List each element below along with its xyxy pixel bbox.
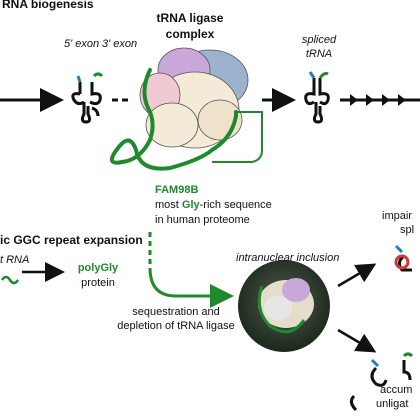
trna-fragment-icons — [349, 352, 414, 412]
trna-cloverleaf-icon — [71, 72, 104, 124]
protein-structure-icon — [110, 47, 263, 171]
label-3-exon: 3' exon — [102, 38, 138, 50]
label-protein: protein — [81, 277, 115, 289]
section-header-top: RNA biogenesis — [2, 0, 94, 11]
arrow-right-icon — [337, 263, 377, 288]
label-polygly: polyGly — [77, 262, 119, 274]
label-human-proteome: in human proteome — [155, 214, 250, 226]
label-rna-fragment: t RNA — [0, 254, 30, 266]
arrow-right-icon — [337, 328, 377, 353]
label-5-exon: 5' exon — [64, 38, 100, 50]
label-accum: accum — [380, 384, 413, 396]
label-unligat: unligat — [376, 398, 409, 410]
label-complex: complex — [165, 27, 215, 41]
gly-prefix: most — [155, 199, 182, 211]
label-impair: impair — [382, 210, 412, 222]
section-header-bottom: ic GGC repeat expansion — [0, 233, 143, 247]
label-depletion: depletion of tRNA ligase — [117, 320, 235, 332]
label-impair-spl: spl — [400, 224, 415, 236]
gly-highlight: Gly — [181, 199, 200, 211]
polygly-squiggle-icon — [0, 275, 20, 285]
label-spliced: spliced — [301, 34, 337, 46]
label-gly-rich: most Gly-rich sequence — [155, 199, 272, 211]
multi-arrow-icon — [340, 94, 420, 106]
label-intranuclear: intranuclear inclusion — [236, 252, 340, 264]
nuclear-inclusion-icon — [238, 260, 330, 352]
trna-cloverleaf-icon — [304, 71, 330, 124]
label-trna: tRNA — [305, 48, 333, 60]
gly-suffix: -rich sequence — [199, 199, 272, 211]
trna-partial-icon — [394, 244, 412, 272]
label-ligase: tRNA ligase — [156, 11, 224, 25]
label-fam98b: FAM98B — [155, 184, 199, 196]
label-sequestration: sequestration and — [132, 306, 220, 318]
green-connector — [148, 232, 234, 308]
